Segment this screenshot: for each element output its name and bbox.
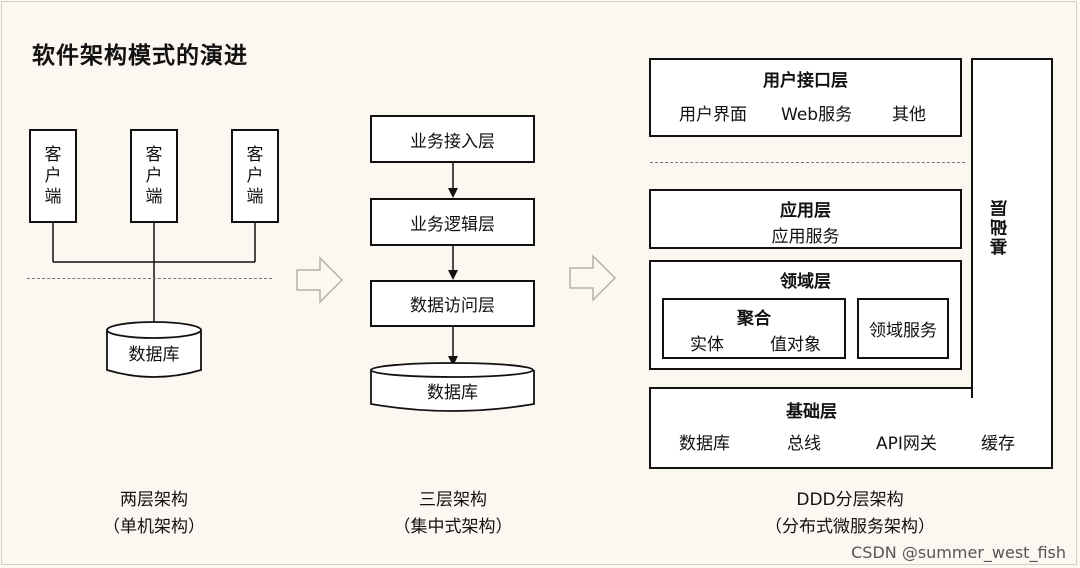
client-char: 户 [246, 165, 264, 186]
application-layer-box: 应用层 应用服务 [649, 189, 962, 249]
two-tier-database-label: 数据库 [128, 345, 180, 365]
caption-line2: （分布式微服务架构） [765, 517, 935, 537]
infra-item-api-gateway: API网关 [876, 434, 937, 454]
application-service-label: 应用服务 [771, 227, 840, 247]
diagram-title: 软件架构模式的演进 [32, 43, 248, 69]
caption-line2: （单机架构） [103, 517, 205, 537]
infra-item-cache: 缓存 [981, 434, 1015, 454]
three-tier-caption: 三层架构 （集中式架构） [364, 487, 542, 541]
client-char: 客 [246, 144, 264, 165]
domain-layer-box: 领域层 聚合 实体 值对象 领域服务 [649, 260, 962, 370]
aggregate-item-entity: 实体 [690, 335, 724, 355]
domain-service-box: 领域服务 [857, 298, 949, 359]
layer-business-access: 业务接入层 [370, 115, 535, 163]
watermark: CSDN @summer_west_fish [851, 543, 1066, 562]
three-tier-database-cylinder [370, 362, 535, 412]
ddd-caption: DDD分层架构 （分布式微服务架构） [740, 487, 960, 541]
infrastructure-side-column [971, 58, 1053, 398]
caption-line2: （集中式架构） [393, 517, 513, 537]
client-char: 端 [246, 186, 264, 207]
caption-line1: DDD分层架构 [796, 490, 904, 510]
ddd-divider [650, 162, 965, 163]
user-interface-layer-box: 用户接口层 用户界面 Web服务 其他 [649, 58, 962, 137]
two-tier-database-cylinder [106, 321, 202, 378]
ui-item-user-interface: 用户界面 [679, 105, 747, 125]
infra-item-database: 数据库 [679, 434, 730, 454]
two-tier-divider [27, 278, 272, 279]
client-box-2: 客 户 端 [130, 129, 178, 223]
infra-item-bus: 总线 [787, 434, 821, 454]
l-shape-joint [973, 385, 1051, 391]
transition-arrow-2 [569, 254, 617, 302]
aggregate-item-value-object: 值对象 [770, 335, 821, 355]
caption-line1: 三层架构 [419, 490, 487, 510]
side-infrastructure-label: 基础层 [991, 198, 1011, 255]
client-char: 端 [145, 186, 163, 207]
domain-layer-title: 领域层 [780, 272, 831, 292]
application-layer-title: 应用层 [780, 201, 831, 221]
client-char: 客 [145, 144, 163, 165]
client-char: 户 [44, 165, 62, 186]
user-interface-layer-title: 用户接口层 [763, 71, 848, 91]
client-char: 端 [44, 186, 62, 207]
infrastructure-layer-box [649, 387, 1053, 469]
client-char: 客 [44, 144, 62, 165]
aggregate-title: 聚合 [737, 309, 771, 329]
infrastructure-layer-title: 基础层 [786, 402, 837, 422]
caption-line1: 两层架构 [120, 490, 188, 510]
three-tier-database-label: 数据库 [427, 383, 478, 403]
client-box-1: 客 户 端 [29, 129, 77, 223]
client-box-3: 客 户 端 [231, 129, 279, 223]
layer-data-access: 数据访问层 [370, 280, 535, 327]
transition-arrow-1 [296, 256, 344, 304]
layer-business-logic: 业务逻辑层 [370, 198, 535, 246]
aggregate-box: 聚合 实体 值对象 [662, 298, 846, 359]
client-char: 户 [145, 165, 163, 186]
two-tier-caption: 两层架构 （单机架构） [74, 487, 234, 541]
ui-item-other: 其他 [892, 105, 926, 125]
ui-item-web-service: Web服务 [781, 105, 853, 125]
